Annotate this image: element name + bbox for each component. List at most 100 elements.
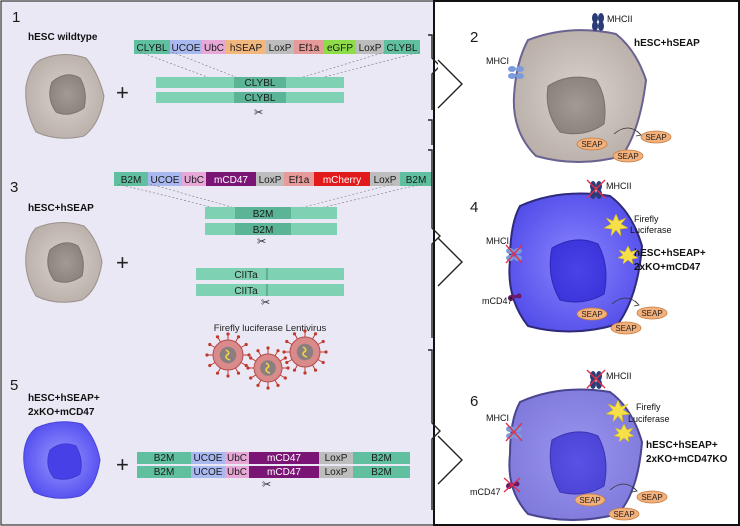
svg-text:✂: ✂ (262, 479, 271, 491)
b2m-bar-label-2: B2M (253, 225, 274, 236)
scissors-icon: ✂ (257, 236, 266, 248)
step-6-number: 6 (470, 393, 478, 410)
construct-segment-label: mCD47 (267, 453, 301, 464)
firefly-label-cell4-line1: Firefly (634, 214, 659, 224)
mhci-icon-crossed (505, 244, 523, 264)
mhci-icon (508, 66, 524, 79)
svg-text:✂: ✂ (261, 297, 270, 309)
construct-segment (114, 172, 148, 186)
construct-segment (225, 452, 249, 464)
step-2-number: 2 (470, 29, 478, 46)
construct-segment (137, 452, 191, 464)
construct-segment-label: UbC (227, 453, 247, 464)
cell-5-label-line1: hESC+hSEAP+ (28, 393, 100, 404)
b2m-genomic-bar-2: B2M (205, 223, 337, 236)
cell-6-2xko-mcd47ko (508, 388, 644, 521)
scissors-icon: ✂ (262, 479, 271, 491)
homology-lines-2 (117, 183, 423, 209)
cell-5-2xko-mcd47 (23, 421, 101, 499)
construct-segment (134, 40, 170, 54)
construct-segment (191, 466, 225, 478)
construct-segment-label: UCOE (194, 467, 223, 478)
construct-segment-label: B2M (371, 467, 392, 478)
homology-lines-1 (139, 51, 421, 79)
mhcii-label-cell6: MHCII (606, 371, 632, 381)
seap-label: SEAP (645, 133, 666, 142)
seap-label: SEAP (581, 140, 602, 149)
cell-6-title-line2: 2xKO+mCD47KO (646, 454, 728, 465)
virus-icon (282, 329, 328, 375)
seap-label: SEAP (641, 493, 662, 502)
construct-segment-label: Ef1a (299, 43, 320, 54)
construct-segment (353, 466, 410, 478)
construct-segment-label: Ef1a (289, 175, 310, 186)
seap-label: SEAP (581, 310, 602, 319)
construct-segment-label: LoxP (259, 175, 282, 186)
construct-segment (182, 172, 206, 186)
virus-icon-group (205, 329, 328, 390)
mhcii-icon-crossed (586, 179, 606, 199)
seap-label: SEAP (579, 496, 600, 505)
construct-segment-label: CLYBL (387, 43, 418, 54)
mhcii-icon-crossed (586, 369, 606, 389)
construct-segment (226, 40, 266, 54)
construct-segment (370, 172, 400, 186)
construct-segment-label: LoxP (269, 43, 292, 54)
firefly-label-cell6-line2: Luciferase (628, 414, 670, 424)
construct-segment-label: UCOE (172, 43, 201, 54)
mhci-label-cell2: MHCI (486, 56, 509, 66)
construct-segment-label: B2M (121, 175, 142, 186)
plus-sign-1: + (116, 80, 129, 105)
construct-segment (137, 466, 191, 478)
construct-segment (356, 40, 384, 54)
construct-segment (148, 172, 182, 186)
seap-group-cell6: SEAP SEAP SEAP (574, 483, 668, 521)
construct-segment (284, 172, 314, 186)
construct-segment-label: eGFP (327, 43, 353, 54)
construct-segment (353, 452, 410, 464)
seap-label: SEAP (617, 152, 638, 161)
construct-segment (400, 172, 432, 186)
construct-segment (294, 40, 324, 54)
bracket-arrow-icon (428, 149, 441, 338)
construct-segment-label: B2M (406, 175, 427, 186)
luciferase-icon (605, 399, 635, 443)
cell-1-wildtype (25, 54, 105, 139)
construct-segment-label: LoxP (325, 467, 348, 478)
construct-segment (202, 40, 226, 54)
clybl-genomic-bar-2: CLYBL (156, 92, 344, 104)
mcd47-icon-crossed (503, 477, 521, 493)
construct-segment (324, 40, 356, 54)
construct-segment (249, 452, 319, 464)
construct-segment-label: UCOE (151, 175, 180, 186)
arrow-icon (437, 59, 463, 485)
construct-segment-label: CLYBL (137, 43, 168, 54)
construct-segment-label: UCOE (194, 453, 223, 464)
svg-text:✂: ✂ (254, 107, 263, 119)
construct-segment-label: UbC (204, 43, 224, 54)
construct-segment-label: LoxP (359, 43, 382, 54)
construct-segment (170, 40, 202, 54)
plus-sign-3: + (116, 250, 129, 275)
construct-segment-label: UbC (184, 175, 204, 186)
ciita-genomic-bar-1: CIITa (196, 268, 344, 281)
mcd47-label-cell4: mCD47 (482, 296, 513, 306)
step-1-number: 1 (12, 9, 20, 26)
construct-segment (319, 452, 353, 464)
construct-segment (225, 466, 249, 478)
construct-segment (191, 452, 225, 464)
construct-segment-label: hSEAP (230, 43, 263, 54)
virus-label: Firefly luciferase Lentivirus (214, 323, 327, 334)
plus-sign-5: + (116, 452, 129, 477)
cell-4-2xko-mcd47 (508, 192, 644, 333)
cell-3-label: hESC+hSEAP (28, 203, 94, 214)
mhcii-label-cell4: MHCII (606, 181, 632, 191)
seap-group-cell2: SEAP SEAP SEAP (576, 127, 672, 163)
cell-1-label: hESC wildtype (28, 32, 98, 43)
step-4-number: 4 (470, 199, 478, 216)
luciferase-icon (603, 213, 639, 265)
